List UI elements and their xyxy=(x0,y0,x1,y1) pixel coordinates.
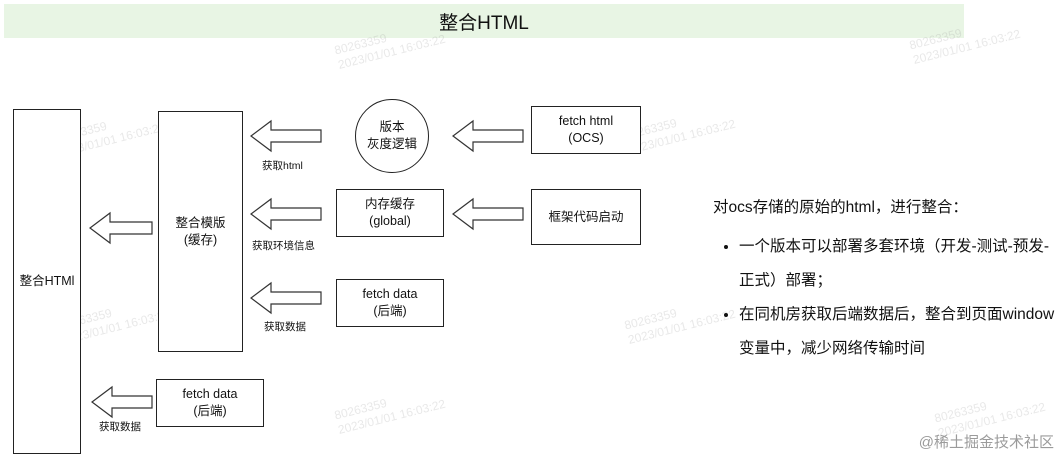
arrow-label-get-data-bottom: 获取数据 xyxy=(99,421,141,433)
notes-list: 一个版本可以部署多套环境（开发-测试-预发-正式）部署； 在同机房获取后端数据后… xyxy=(713,230,1058,366)
arrow-framework-to-cache xyxy=(452,197,524,231)
version-logic-label: 版本 xyxy=(379,120,405,135)
arrow-label-get-env: 获取环境信息 xyxy=(252,240,315,252)
fetch-data-mid-sublabel: (后端) xyxy=(373,304,407,318)
framework-start-label: 框架代码启动 xyxy=(548,209,624,224)
page-title: 整合HTML xyxy=(439,12,529,34)
notes-bullet: 在同机房获取后端数据后，整合到页面window变量中，减少网络传输时间 xyxy=(739,298,1058,366)
fetch-data-bottom-sublabel: (后端) xyxy=(193,404,227,418)
framework-start-box: 框架代码启动 xyxy=(531,189,641,245)
arrow-label-get-html: 获取html xyxy=(262,160,303,172)
fetch-data-mid-label: fetch data xyxy=(362,287,418,302)
integrate-html-label: 整合HTMl xyxy=(19,274,75,289)
arrow-get-data-mid xyxy=(250,281,322,315)
title-bar: 整合HTML xyxy=(4,4,964,38)
integrate-template-box: 整合模版 (缓存) xyxy=(158,111,243,352)
notes-panel: 对ocs存储的原始的html，进行整合： 一个版本可以部署多套环境（开发-测试-… xyxy=(713,200,1058,366)
memory-cache-sublabel: (global) xyxy=(369,214,411,228)
arrow-label-get-data-mid: 获取数据 xyxy=(264,321,306,333)
notes-bullet: 一个版本可以部署多套环境（开发-测试-预发-正式）部署； xyxy=(739,230,1058,298)
memory-cache-label: 内存缓存 xyxy=(364,197,415,212)
version-logic-sublabel: 灰度逻辑 xyxy=(366,137,417,151)
memory-cache-box: 内存缓存 (global) xyxy=(336,189,444,237)
arrow-get-html xyxy=(250,119,322,153)
version-logic-node: 版本 灰度逻辑 xyxy=(355,99,429,173)
notes-heading: 对ocs存储的原始的html，进行整合： xyxy=(713,199,968,216)
arrow-template-to-html xyxy=(89,211,153,245)
integrate-html-box: 整合HTMl xyxy=(13,109,81,454)
arrow-fetch-html-to-version xyxy=(452,119,524,153)
fetch-data-mid-box: fetch data (后端) xyxy=(336,279,444,327)
integrate-template-sublabel: (缓存) xyxy=(183,232,218,247)
arrow-get-env xyxy=(250,197,322,231)
fetch-data-bottom-label: fetch data xyxy=(182,387,238,402)
fetch-html-box: fetch html (OCS) xyxy=(531,106,641,154)
arrow-get-data-bottom xyxy=(91,385,153,419)
fetch-html-sublabel: (OCS) xyxy=(568,131,604,145)
integrate-template-label: 整合模版 xyxy=(175,215,226,230)
fetch-data-bottom-box: fetch data (后端) xyxy=(156,379,264,427)
fetch-html-label: fetch html xyxy=(558,114,614,129)
credit-watermark: @稀土掘金技术社区 xyxy=(918,434,1054,451)
